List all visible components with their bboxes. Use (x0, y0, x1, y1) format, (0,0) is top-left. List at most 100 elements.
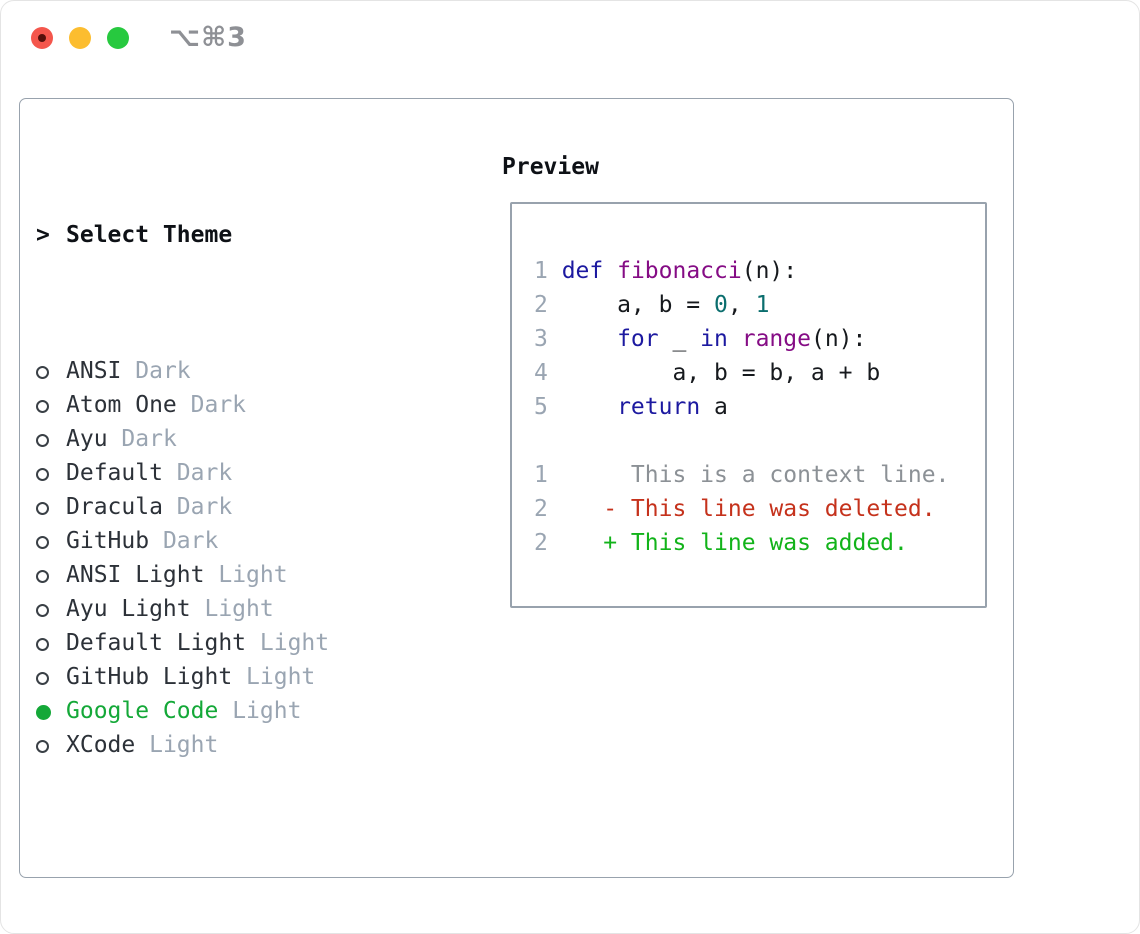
radio-icon (36, 638, 49, 651)
spacer (36, 864, 476, 898)
radio-icon (36, 388, 66, 422)
theme-option-default-light-light[interactable]: Default Light Light (36, 626, 476, 660)
theme-option-github-light-light[interactable]: GitHub Light Light (36, 660, 476, 694)
line-number: 4 (534, 360, 548, 386)
theme-option-ansi-dark[interactable]: ANSI Dark (36, 354, 476, 388)
theme-option-github-dark[interactable]: GitHub Dark (36, 524, 476, 558)
cursor-marker-icon: > (36, 222, 50, 248)
code-token-plain: (n): (741, 258, 798, 284)
option-variant-label: Light (246, 664, 316, 690)
keyboard-shortcut-label: ⌥⌘3 (169, 22, 247, 53)
preview-line: 4 a, b = b, a + b (534, 356, 985, 390)
code-token-plain: a, b = (561, 292, 715, 318)
radio-icon (36, 422, 66, 456)
option-label: Default (66, 460, 163, 486)
radio-icon (36, 366, 49, 379)
radio-icon (36, 536, 49, 549)
theme-option-ayu-dark[interactable]: Ayu Dark (36, 422, 476, 456)
option-label: GitHub Light (66, 664, 233, 690)
code-token-plain: (n): (810, 326, 867, 352)
preview-line: 2 a, b = 0, 1 (534, 288, 985, 322)
option-label: Default Light (66, 630, 247, 656)
theme-option-xcode-light[interactable]: XCode Light (36, 728, 476, 762)
radio-icon (36, 626, 66, 660)
preview-line: 5 return a (534, 390, 985, 424)
code-token-ctx: This is a context line. (561, 462, 950, 488)
zoom-button[interactable] (107, 27, 129, 49)
radio-icon (36, 502, 49, 515)
radio-icon (36, 592, 66, 626)
code-token-plain: a (700, 394, 728, 420)
option-variant-label: Light (218, 562, 288, 588)
code-token-plain: , (727, 292, 756, 318)
theme-option-google-code-light[interactable]: Google Code Light (36, 694, 476, 728)
minimize-button[interactable] (69, 27, 91, 49)
code-token-add: + This line was added. (561, 530, 908, 556)
select-theme-header: > Select Theme (36, 218, 476, 252)
code-token-plain (728, 326, 742, 352)
code-token-plain: a, b = b, a + b (561, 360, 881, 386)
option-label: Atom One (66, 392, 177, 418)
theme-option-dracula-dark[interactable]: Dracula Dark (36, 490, 476, 524)
option-variant-label: Dark (176, 494, 233, 520)
option-variant-label: Light (149, 732, 219, 758)
preview-line: 1 def fibonacci(n): (534, 254, 985, 288)
option-label: XCode (66, 732, 136, 758)
code-token-del: - This line was deleted. (561, 496, 936, 522)
option-label: Google Code (66, 698, 219, 724)
close-button[interactable] (31, 27, 53, 49)
line-number: 1 (534, 462, 548, 488)
preview-line: 2 - This line was deleted. (534, 492, 985, 526)
option-variant-label: Dark (135, 358, 191, 384)
line-number: 2 (534, 496, 548, 522)
code-token-plain: _ (658, 326, 701, 352)
code-token-fn: range (741, 326, 811, 352)
line-number: 5 (534, 394, 548, 420)
radio-icon (36, 740, 49, 753)
radio-icon (36, 660, 66, 694)
unsaved-indicator-dot (38, 34, 46, 42)
code-token-kw: in (700, 326, 728, 352)
radio-icon (36, 672, 49, 685)
titlebar: ⌥⌘3 (1, 1, 1139, 77)
option-label: Dracula (66, 494, 163, 520)
radio-selected-icon (36, 694, 66, 728)
code-token-plain (562, 394, 617, 420)
option-label: Ayu Light (66, 596, 191, 622)
preview-line (534, 424, 985, 458)
option-label: ANSI (66, 358, 122, 384)
line-number: 1 (534, 258, 548, 284)
select-theme-title: Select Theme (66, 222, 233, 248)
preview-line: 2 + This line was added. (534, 526, 985, 560)
radio-icon (36, 558, 66, 592)
theme-option-ayu-light-light[interactable]: Ayu Light Light (36, 592, 476, 626)
line-number: 2 (534, 530, 548, 556)
theme-option-ansi-light-light[interactable]: ANSI Light Light (36, 558, 476, 592)
code-token-fn: fibonacci (617, 258, 742, 284)
radio-icon (36, 604, 49, 617)
preview-title: Preview (502, 154, 599, 180)
option-variant-label: Dark (190, 392, 247, 418)
option-variant-label: Light (204, 596, 274, 622)
preview-line: 3 for _ in range(n): (534, 322, 985, 356)
line-number: 2 (534, 292, 548, 318)
radio-selected-icon (36, 705, 51, 720)
radio-icon (36, 570, 49, 583)
code-token-plain (603, 258, 617, 284)
option-variant-label: Light (232, 698, 302, 724)
theme-option-default-dark[interactable]: Default Dark (36, 456, 476, 490)
code-token-kw: def (561, 258, 604, 284)
code-token-lit: 1 (755, 292, 770, 318)
option-label: GitHub (66, 528, 150, 554)
option-label: Ayu (66, 426, 108, 452)
code-token-lit: 0 (714, 292, 728, 318)
radio-icon (36, 524, 66, 558)
option-variant-label: Light (259, 630, 330, 656)
radio-icon (36, 728, 66, 762)
theme-option-atom-one-dark[interactable]: Atom One Dark (36, 388, 476, 422)
